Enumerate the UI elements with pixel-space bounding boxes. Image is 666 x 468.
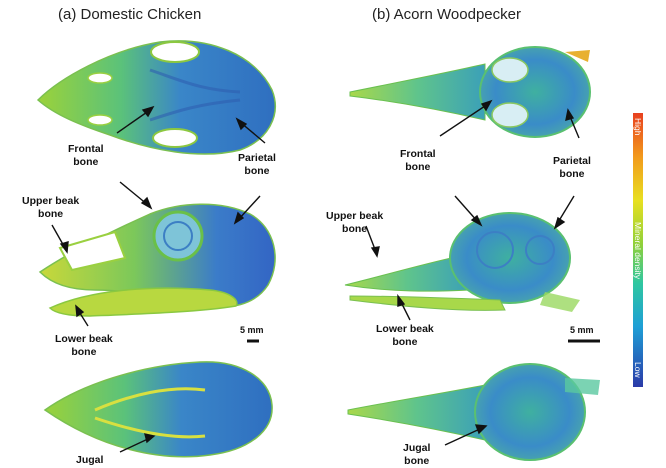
woodpecker-dorsal-skull: [349, 46, 591, 138]
colorbar-high-label: High: [633, 118, 643, 136]
label-chicken-jugal-bone: Jugal: [76, 454, 104, 466]
colorbar-title: Mineral density: [633, 222, 643, 280]
woodpecker-ventral-skull: [347, 363, 600, 461]
chicken-arrows: [51, 105, 266, 453]
woodpecker-arrows: [365, 99, 580, 446]
chicken-dorsal-skull: [36, 40, 276, 155]
chicken-ventral-skull: [43, 361, 273, 458]
panel-b-title: (b) Acorn Woodpecker: [372, 6, 521, 23]
scale-bar-b-label: 5 mm: [570, 325, 594, 335]
chicken-lateral-skull: [38, 203, 276, 317]
mineral-density-colorbar: [633, 113, 643, 387]
colorbar-low-label: Low: [633, 362, 643, 378]
woodpecker-lateral-skull: [344, 212, 580, 312]
scale-bar-a-label: 5 mm: [240, 325, 264, 335]
panel-a-title: (a) Domestic Chicken: [58, 6, 202, 23]
